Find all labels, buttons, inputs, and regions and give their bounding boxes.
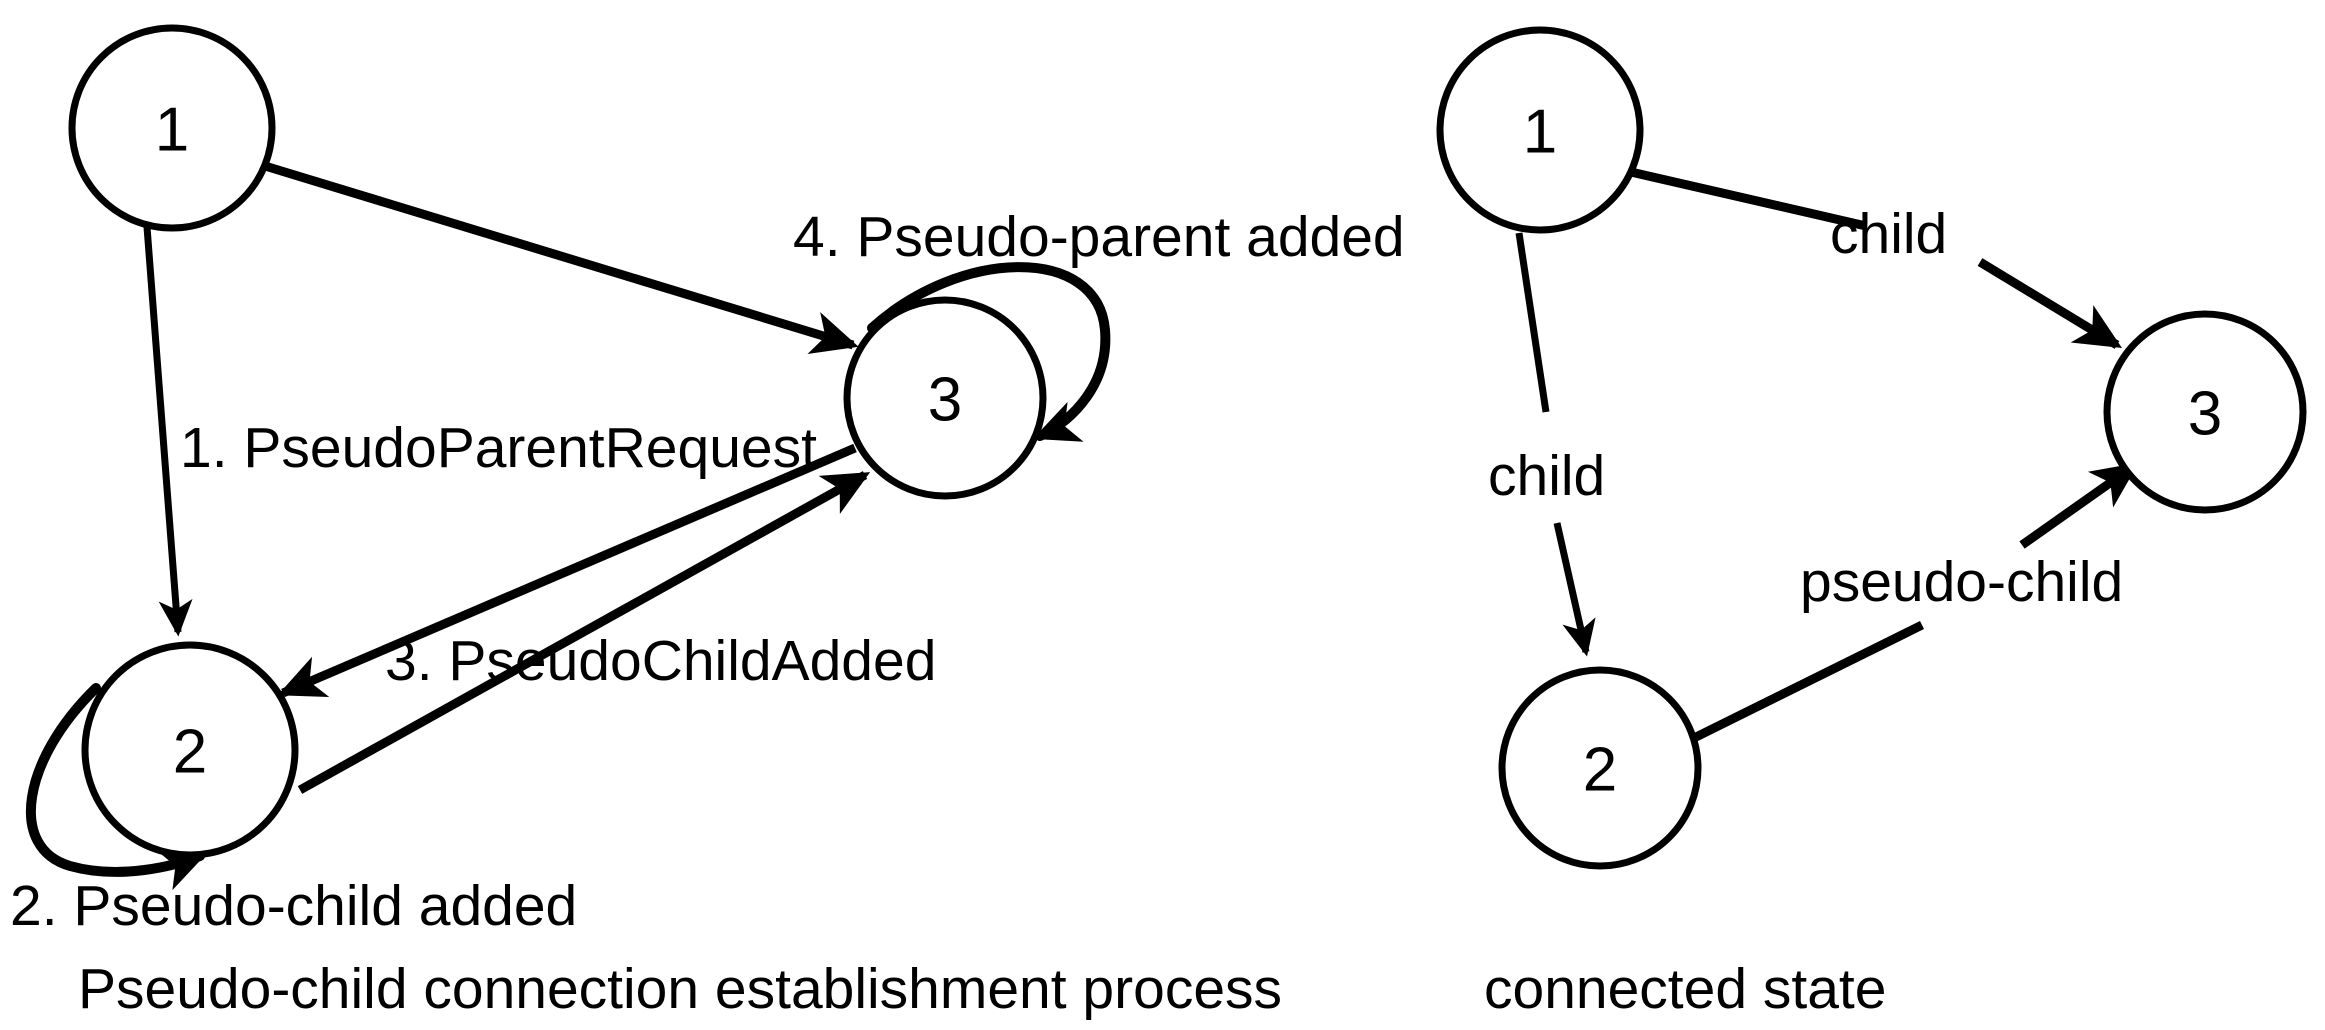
right-panel-caption: connected state xyxy=(1484,957,1886,1021)
label-step-4-pseudo-parent-added: 4. Pseudo-parent added xyxy=(793,205,1405,269)
self-loop-left-node-2 xyxy=(25,683,208,891)
node-right-2-circle xyxy=(1498,666,1702,870)
node-right-1[interactable]: 1 xyxy=(1436,26,1644,234)
left-panel-group: 1 2 3 4. Pseudo-parent added 1. PseudoPa… xyxy=(10,24,1405,1021)
left-panel-caption: Pseudo-child connection establishment pr… xyxy=(78,957,1282,1021)
node-right-3-label: 3 xyxy=(2188,380,2222,449)
node-left-1-label: 1 xyxy=(155,96,189,165)
node-right-2-label: 2 xyxy=(1583,736,1617,805)
node-right-3[interactable]: 3 xyxy=(2103,310,2307,514)
node-left-1[interactable]: 1 xyxy=(68,24,276,232)
label-step-1-pseudo-parent-request: 1. PseudoParentRequest xyxy=(180,416,817,480)
edge-right-1-to-2-segment-a xyxy=(1515,232,1550,413)
edge-right-2-to-3-segment-a xyxy=(1692,620,1924,743)
edge-left-1-to-2 xyxy=(143,226,193,637)
edge-label-right-1-to-2: child xyxy=(1488,444,1605,508)
edge-label-right-1-to-3: child xyxy=(1830,202,1947,266)
edge-right-1-to-3-segment-a xyxy=(1629,167,1868,231)
self-loop-left-node-3 xyxy=(867,262,1111,442)
edge-label-right-2-to-3: pseudo-child xyxy=(1800,550,2123,614)
edge-right-2-to-3-segment-b xyxy=(2019,462,2139,549)
node-right-1-circle xyxy=(1436,26,1644,234)
node-left-2[interactable]: 2 xyxy=(81,641,299,859)
node-right-1-label: 1 xyxy=(1523,98,1557,167)
node-left-3[interactable]: 3 xyxy=(843,296,1047,500)
node-left-2-label: 2 xyxy=(173,718,207,787)
right-panel-group: 1 2 3 child child pseudo-child connected… xyxy=(1436,26,2307,1021)
node-left-1-circle xyxy=(68,24,276,232)
edge-left-2-to-3 xyxy=(297,471,871,794)
edge-right-1-to-3-segment-b xyxy=(1977,258,2123,349)
node-left-3-label: 3 xyxy=(928,366,962,435)
node-left-3-circle xyxy=(843,296,1047,500)
label-step-3-pseudo-child-added: 3. PseudoChildAdded xyxy=(385,629,936,693)
edge-left-1-to-3 xyxy=(263,161,859,354)
node-right-3-circle xyxy=(2103,310,2307,514)
edge-right-1-to-2-segment-b xyxy=(1553,522,1596,657)
label-step-2-pseudo-child-added: 2. Pseudo-child added xyxy=(10,874,577,938)
node-left-2-circle xyxy=(81,641,299,859)
node-right-2[interactable]: 2 xyxy=(1498,666,1702,870)
edge-left-3-to-2 xyxy=(277,443,857,698)
